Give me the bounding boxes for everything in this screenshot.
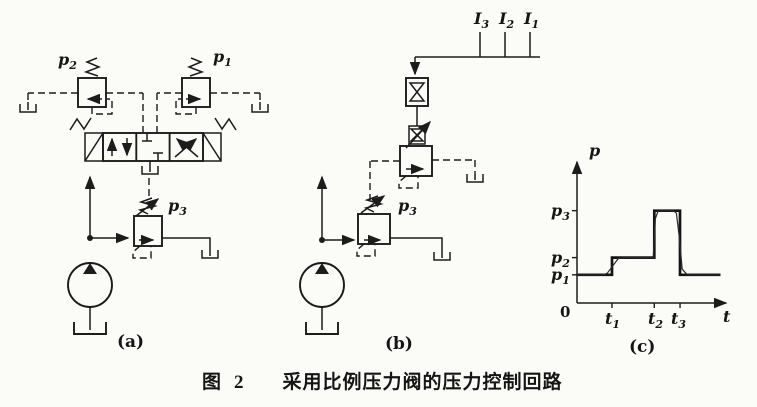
- panel-b-label: (b): [385, 334, 413, 354]
- main-relief-valve-p3: [132, 197, 163, 259]
- spring-icon: [186, 57, 205, 77]
- xtick-t3: t3: [671, 309, 687, 332]
- tank-icon: [251, 104, 269, 113]
- ytick-p3: p3: [551, 201, 570, 224]
- pilot-sense-line: [175, 98, 197, 115]
- amplifier-icon: [408, 82, 426, 102]
- directional-valve: [69, 117, 237, 175]
- pump: [299, 262, 345, 335]
- main-relief-valve-p3: [356, 195, 391, 257]
- pilot-sense-line: [91, 98, 113, 115]
- series-actual-response: [577, 210, 721, 276]
- tank-p2-drain: [19, 92, 78, 113]
- tank-p3-outlet: [390, 237, 451, 261]
- tank-icon: [19, 104, 37, 113]
- caption-title: 采用比例压力阀的压力控制回路: [282, 372, 563, 393]
- tank-p3-outlet: [162, 237, 219, 259]
- chart-axes: [571, 160, 728, 309]
- ytick-p1: p1: [551, 265, 570, 288]
- label-valve-p1: p1: [213, 47, 232, 70]
- label-valve-p3-b: p3: [398, 196, 417, 219]
- label-current-i3: I3: [474, 9, 490, 32]
- xtick-t1: t1: [605, 309, 621, 332]
- proportional-arrow-icon: [405, 120, 432, 149]
- caption-prefix: 图: [202, 372, 223, 393]
- pressure-time-chart: [571, 160, 728, 309]
- tank-p1-drain: [210, 92, 269, 113]
- tank-icon: [305, 322, 339, 335]
- circuit-b-schematic: [299, 32, 540, 335]
- tank-icon: [466, 174, 484, 183]
- label-valve-p2: p2: [58, 50, 77, 73]
- xtick-t2: t2: [648, 309, 664, 332]
- pump: [67, 262, 113, 335]
- tank-icon: [73, 322, 107, 335]
- panel-c-label: (c): [629, 337, 656, 357]
- circuit-a-schematic: [19, 57, 269, 335]
- pump-flow-triangle-icon: [83, 263, 97, 274]
- pilot-relief-valve-p1: [175, 57, 211, 115]
- blocked-port-icon: [142, 133, 163, 161]
- proportional-arrow-icon: [135, 198, 160, 217]
- proportional-pilot-valve: [369, 145, 484, 200]
- series-ideal-step: [577, 209, 721, 277]
- pilot-sense-line: [398, 175, 419, 189]
- proportional-arrow-icon: [360, 195, 386, 214]
- solenoid-icon: [202, 117, 237, 162]
- solenoid-icon: [69, 117, 104, 162]
- pilot-sense-line: [356, 243, 376, 257]
- pilot-lines-to-directional-valve: [106, 92, 182, 133]
- y-axis-title: p: [589, 141, 601, 160]
- proportional-amplifier: [405, 77, 429, 126]
- proportional-solenoid: [405, 120, 432, 149]
- x-axis-title: t: [723, 307, 731, 326]
- caption-number: 2: [234, 372, 245, 393]
- axis-tick-marks: [572, 209, 681, 308]
- spring-icon: [83, 57, 102, 77]
- label-valve-p3-a: p3: [168, 196, 187, 219]
- tank-icon: [141, 166, 159, 175]
- origin-label: 0: [560, 303, 571, 321]
- tank-icon: [201, 250, 219, 259]
- ytick-p2: p2: [551, 248, 570, 271]
- command-current-inputs: [409, 32, 540, 76]
- tank-icon: [433, 252, 451, 261]
- pump-branch: [316, 175, 356, 246]
- label-current-i2: I2: [499, 9, 515, 32]
- label-current-i1: I1: [524, 9, 540, 32]
- pump-flow-triangle-icon: [315, 263, 329, 274]
- pilot-sense-line: [132, 245, 152, 259]
- panel-a-label: (a): [117, 332, 145, 352]
- pump-branch: [84, 175, 130, 244]
- pilot-relief-valve-p2: [77, 57, 113, 115]
